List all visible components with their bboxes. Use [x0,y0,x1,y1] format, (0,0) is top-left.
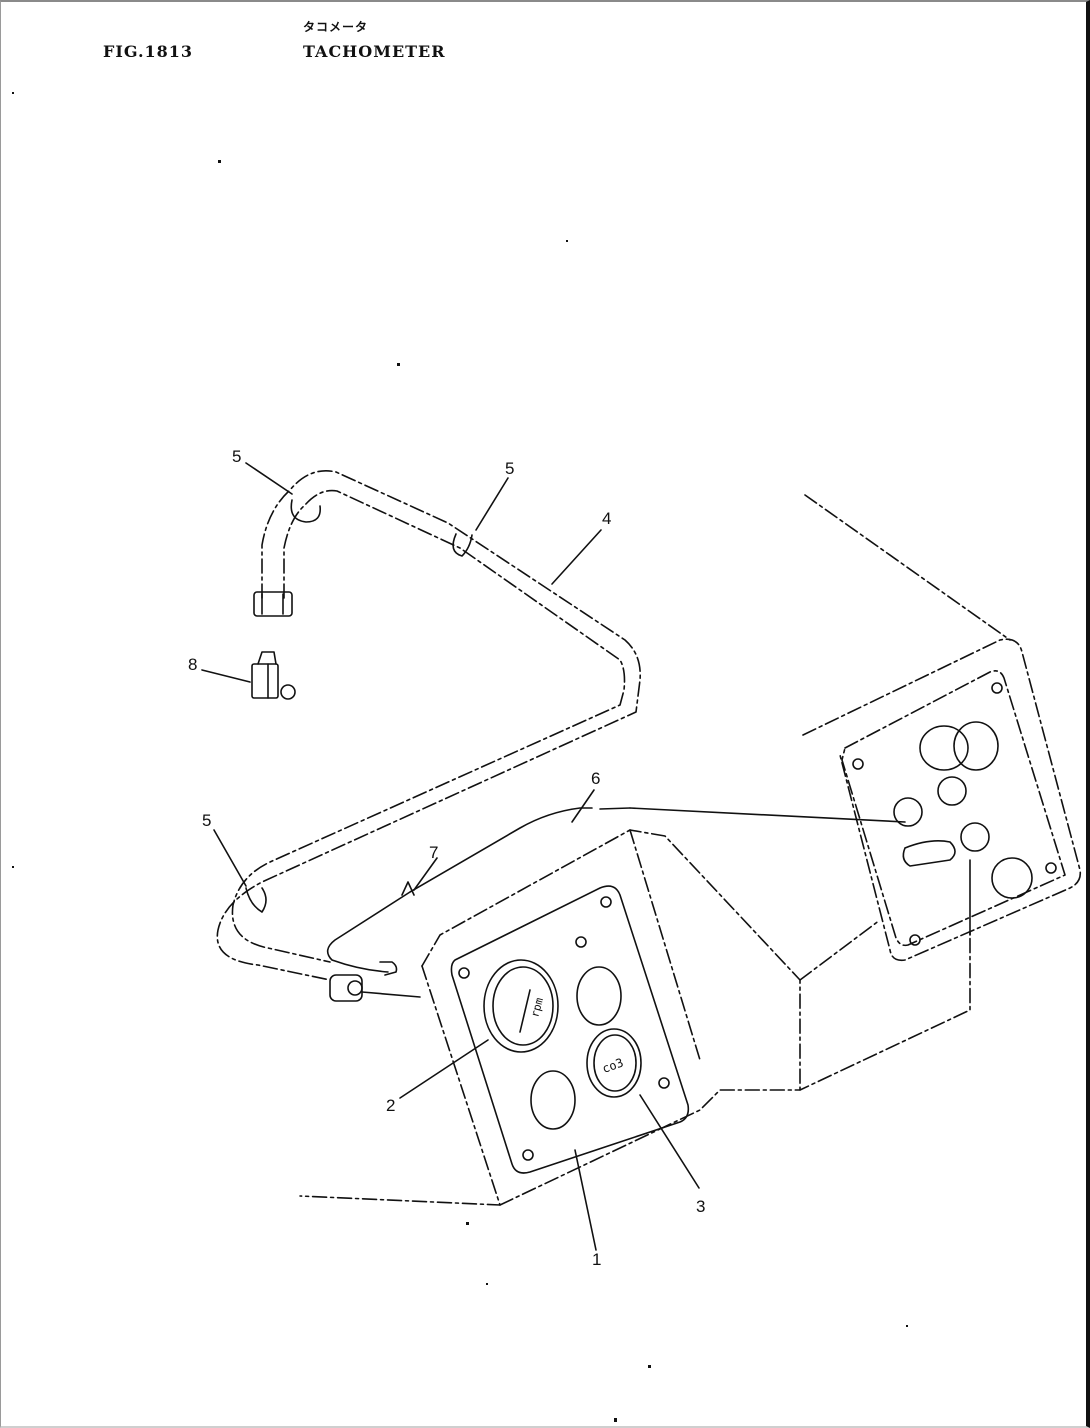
adapter-part [251,651,296,700]
callout-4: 4 [602,509,611,528]
figure-number: FIG.1813 [103,42,194,61]
callout-6: 6 [591,769,600,788]
front-instrument-panel [450,885,690,1174]
title-japanese: タコメータ [303,20,369,34]
callout-5a: 5 [232,447,241,466]
callout-8: 8 [188,655,197,674]
leader-lines [201,462,700,1251]
svg-text:co3: co3 [600,1055,625,1076]
callout-1: 1 [592,1250,601,1269]
scan-specks [12,92,908,1422]
rear-console-panel [802,638,1082,962]
callout-labels: 5 5 4 8 6 5 7 2 3 1 [188,447,705,1269]
callout-5b: 5 [505,459,514,478]
cable-end-nut [253,591,293,617]
tachometer-gauge: rpm [483,959,559,1053]
cable-connector-nut [329,974,421,1002]
callout-5c: 5 [202,811,211,830]
callout-7: 7 [429,843,438,862]
clamps [245,499,473,913]
svg-text:rpm: rpm [528,996,546,1019]
callout-3: 3 [696,1197,705,1216]
harness-wire [326,807,906,976]
callout-2: 2 [386,1096,395,1115]
figure-title: TACHOMETER [303,42,446,61]
gauge-openings: co3 [530,966,642,1130]
tachometer-cable [216,470,642,981]
